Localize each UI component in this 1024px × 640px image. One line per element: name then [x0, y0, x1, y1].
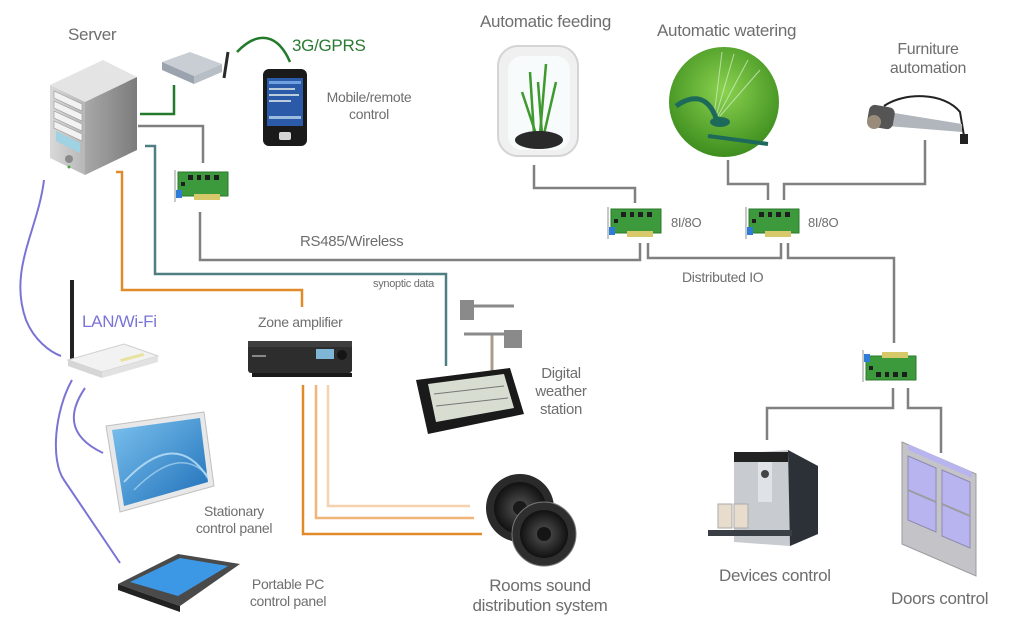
wire-rs485-bus: [198, 212, 642, 262]
io-card-1-label: 8I/8O: [671, 215, 702, 230]
wire-furniture-to-card2: [782, 140, 927, 200]
monitor-icon[interactable]: [104, 410, 224, 514]
portable-panel-label: Portable PC control panel: [238, 576, 338, 610]
wire-synoptic-data: [145, 144, 448, 366]
wire-server-to-modem: [140, 85, 176, 116]
io-card-2-label: 8I/8O: [808, 215, 839, 230]
wire-3g-gprs-link: [236, 36, 292, 63]
automatic-watering-label: Automatic watering: [657, 21, 797, 40]
portable-panel-label-line2: control panel: [249, 592, 327, 609]
gsm-modem-icon: [162, 51, 230, 84]
wire-card3-to-devices: [765, 388, 895, 440]
weather-station-label: Digital weather station: [530, 365, 592, 419]
wire-router-to-portable: [54, 379, 121, 564]
portable-panel-label-line1: Portable PC: [251, 576, 325, 592]
wire-card2-to-card3: [786, 243, 896, 343]
wire-amp-zone-1: [301, 385, 482, 536]
io-card-icon[interactable]: [741, 203, 801, 243]
lan-wifi-label: LAN/Wi-Fi: [82, 312, 157, 331]
wire-feeding-to-card1: [532, 165, 637, 203]
weather-station-label-line1: Digital: [541, 365, 581, 382]
furniture-automation-label: Furniture automation: [872, 40, 984, 78]
furniture-automation-label-line1: Furniture: [897, 41, 959, 58]
wire-watering-to-card2: [726, 160, 770, 200]
wire-router-to-stationary: [72, 387, 104, 454]
mobile-control-label-line2: control: [349, 105, 389, 122]
coffee-machine-icon[interactable]: [708, 446, 820, 550]
sound-system-label: Rooms sound distribution system: [470, 576, 610, 617]
wifi-router-icon[interactable]: [62, 272, 162, 382]
weather-station-label-line2: weather: [535, 383, 587, 400]
sprinkler-icon[interactable]: [668, 46, 780, 158]
wire-amp-zone-3: [326, 385, 470, 508]
furniture-automation-label-line2: automation: [889, 60, 967, 78]
tablet-icon[interactable]: [116, 548, 242, 614]
wire-server-to-router: [19, 179, 62, 357]
doors-control-label: Doors control: [891, 589, 989, 608]
aquarium-icon[interactable]: [494, 42, 582, 160]
distributed-io-label: Distributed IO: [682, 269, 764, 285]
stationary-panel-label-line1: Stationary: [203, 503, 265, 519]
server-label: Server: [68, 25, 117, 44]
sound-system-label-line2: distribution system: [472, 596, 608, 616]
weather-station-label-line3: station: [539, 401, 583, 418]
amplifier-icon[interactable]: [246, 337, 354, 381]
wire-amp-zone-2: [314, 385, 474, 520]
linear-actuator-icon[interactable]: [864, 88, 974, 150]
mobile-control-label-line1: Mobile/remote: [326, 89, 412, 105]
mobile-control-label: Mobile/remote control: [314, 89, 424, 123]
wire-card1-to-card2: [646, 243, 783, 260]
wire-server-to-amplifier: [116, 170, 304, 307]
speakers-icon[interactable]: [484, 472, 580, 568]
automatic-feeding-label: Automatic feeding: [480, 12, 611, 31]
zone-amplifier-label: Zone amplifier: [258, 314, 343, 330]
3g-gprs-label: 3G/GPRS: [292, 36, 366, 55]
server-tower-icon[interactable]: [45, 55, 145, 180]
devices-control-label: Devices control: [719, 566, 831, 585]
stationary-panel-label-line2: control panel: [195, 519, 273, 536]
wire-card3-to-doors: [906, 388, 943, 453]
wire-server-to-io-card: [138, 124, 205, 163]
sound-system-label-line1: Rooms sound: [489, 576, 591, 595]
io-card-icon[interactable]: [170, 166, 230, 206]
stationary-panel-label: Stationary control panel: [184, 503, 284, 537]
pda-phone-icon[interactable]: [262, 68, 308, 148]
sliding-door-icon[interactable]: [900, 440, 978, 578]
synoptic-data-label: synoptic data: [373, 278, 434, 290]
weather-station-icon[interactable]: [414, 294, 534, 440]
io-card-icon[interactable]: [858, 346, 918, 386]
io-card-icon[interactable]: [603, 203, 663, 243]
rs485-wireless-label: RS485/Wireless: [300, 233, 404, 250]
